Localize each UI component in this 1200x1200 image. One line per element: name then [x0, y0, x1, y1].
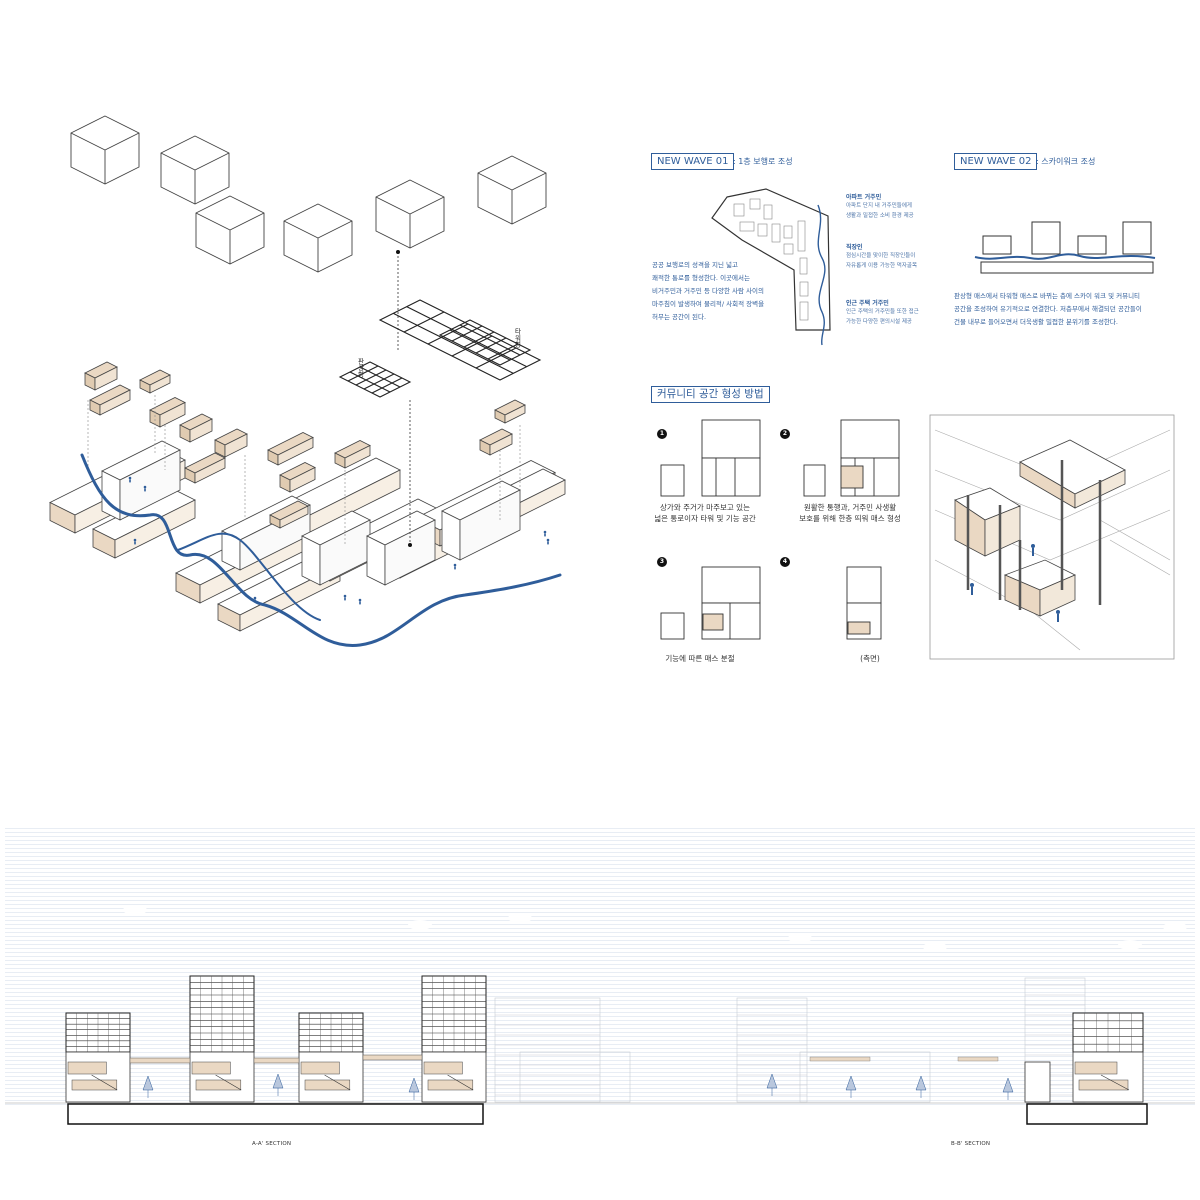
wood-volume: [84, 361, 118, 391]
projection-point: [396, 250, 400, 254]
section-podium: [298, 1051, 364, 1103]
people-icon: [128, 476, 132, 483]
step-number: 4: [780, 557, 790, 567]
step-number: 2: [780, 429, 790, 439]
volume-cube: [195, 195, 265, 265]
people-icon: [133, 538, 137, 545]
section-tower: [189, 975, 255, 1053]
cloud-icon: [788, 933, 812, 943]
background-buildings: [494, 997, 631, 1103]
skywalk: [253, 1057, 300, 1064]
cloud-icon: [408, 920, 432, 930]
label-slab-type: 판상형: [356, 358, 364, 378]
step-number: 1: [657, 429, 667, 439]
wood-volume: [279, 462, 316, 493]
river-path: [80, 453, 562, 647]
tree-icon: [766, 1073, 778, 1096]
wood-volume: [269, 500, 309, 529]
people-icon: [358, 598, 362, 605]
wood-volume: [479, 428, 513, 456]
label-tower-type: 타워형: [513, 328, 521, 348]
section-podium: [1024, 1061, 1051, 1103]
projection-point: [408, 543, 412, 547]
wave02-title: NEW WAVE 02: [954, 153, 1038, 170]
skywalk: [957, 1056, 999, 1062]
wood-volume: [89, 384, 131, 416]
wave01-body: 공공 보행로의 성격을 지닌 넓고 쾌적한 통로를 형성한다. 이곳에서는 비거…: [652, 261, 765, 321]
section-podium: [65, 1051, 131, 1103]
volume-cube: [160, 135, 230, 205]
skywalk: [129, 1057, 191, 1064]
wood-volume: [184, 452, 226, 484]
cloud-icon: [1118, 940, 1142, 950]
step-number: 3: [657, 557, 667, 567]
tower-mass: [441, 480, 521, 561]
wave02-body: 판상형 매스에서 타워형 매스로 바뀌는 층에 스카이 워크 및 커뮤니티 공간…: [954, 292, 1142, 326]
section-tower: [421, 975, 487, 1053]
tower-mass: [101, 440, 181, 521]
community-title: 커뮤니티 공간 형성 방법: [651, 386, 770, 403]
legend-item: 직장인 점심시간을 맞이한 직장인들이 자유롭게 이용 가능한 먹자골목: [846, 244, 918, 269]
section-a-label: A-A' SECTION: [252, 1141, 292, 1147]
section-b-label: B-B' SECTION: [951, 1141, 991, 1147]
floor-plan: [338, 361, 412, 398]
people-icon: [453, 563, 457, 570]
wave01-title: NEW WAVE 01: [651, 153, 735, 170]
cloud-icon: [123, 905, 147, 915]
section-podium: [421, 1051, 487, 1103]
wave01-subtitle: : 1층 보행로 조성: [733, 157, 793, 166]
wood-volume: [334, 440, 371, 469]
floor-plan: [438, 319, 532, 366]
river-branch: [177, 532, 321, 621]
cloud-icon: [923, 942, 947, 952]
legend-item: 아파트 거주민 아파트 단지 내 거주민들에게 생활과 밀접한 소비 환경 제공: [846, 194, 914, 219]
wood-volume: [267, 432, 314, 466]
people-icon: [143, 485, 147, 492]
step-caption: 기능에 따른 매스 분절: [665, 654, 735, 663]
section-tower: [1072, 1012, 1144, 1053]
wood-volume: [494, 399, 526, 424]
section-podium: [189, 1051, 255, 1103]
tree-icon: [1002, 1077, 1014, 1100]
tower-mass: [301, 510, 371, 586]
skywalk: [809, 1056, 871, 1062]
people-icon: [343, 594, 347, 601]
volume-cube: [283, 203, 353, 273]
tree-icon: [845, 1075, 857, 1098]
section-tower: [298, 1012, 364, 1053]
tree-icon: [142, 1075, 154, 1098]
wave02-subtitle: : 스카이워크 조성: [1036, 157, 1096, 166]
tree-icon: [272, 1073, 284, 1096]
tower-mass: [366, 510, 436, 586]
legend-item: 인근 주택 거주민 인근 주택의 거주민들 또한 접근 가능한 다양한 편의시설…: [846, 300, 919, 325]
volume-cube: [477, 155, 547, 225]
wood-volume: [139, 369, 171, 394]
cloud-icon: [1163, 922, 1187, 932]
wood-volume: [149, 397, 186, 428]
tree-icon: [915, 1075, 927, 1098]
section-tower: [65, 1012, 131, 1053]
step-caption: (측면): [860, 654, 880, 663]
cloud-icon: [508, 913, 532, 923]
floor-plan: [378, 299, 542, 381]
volume-cube: [375, 179, 445, 249]
skywalk: [362, 1054, 423, 1061]
people-icon: [546, 538, 550, 545]
axonometric-diagram: [49, 115, 566, 647]
wood-volume: [179, 413, 213, 443]
wood-volume: [214, 428, 248, 458]
volume-cube: [70, 115, 140, 185]
section-podium: [1072, 1051, 1144, 1103]
people-icon: [253, 596, 257, 603]
tree-icon: [408, 1077, 420, 1100]
people-icon: [543, 530, 547, 537]
